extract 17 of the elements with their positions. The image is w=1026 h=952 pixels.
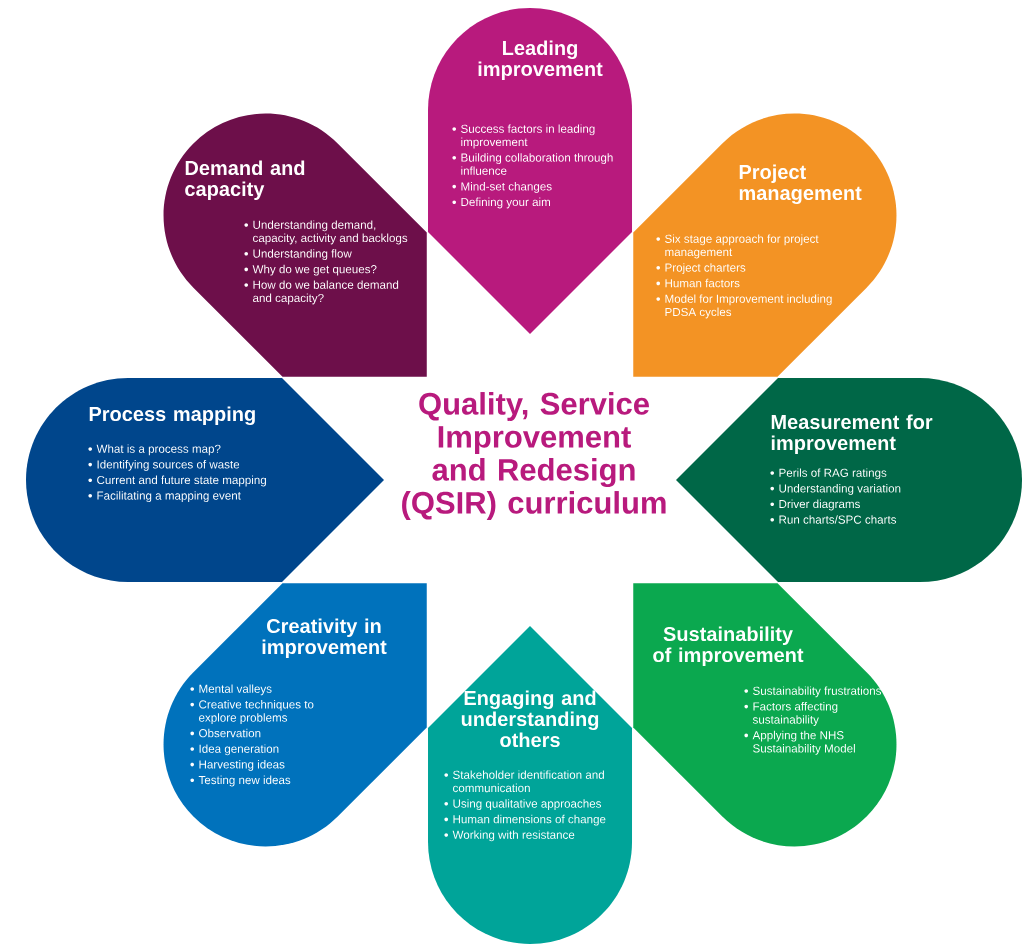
petal xyxy=(26,378,384,582)
petal-heading: Creativity in improvement xyxy=(262,618,387,659)
petal-heading: Measurement for improvement xyxy=(771,414,933,454)
petal xyxy=(676,378,1022,582)
petal-heading: Process mapping xyxy=(89,406,255,426)
petal xyxy=(163,113,427,377)
petal xyxy=(428,626,632,944)
petal-heading: Sustainability of improvement xyxy=(653,626,804,667)
petal-heading: Leading improvement xyxy=(478,40,603,80)
title: Quality, Service Improvement and Redesign (QSIR) curriculum xyxy=(402,392,666,520)
petal xyxy=(163,583,427,847)
petal-heading: Demand and capacity xyxy=(185,160,305,200)
petal-heading: Engaging and understanding others xyxy=(461,690,599,748)
petal xyxy=(428,8,632,334)
petal xyxy=(633,583,897,847)
petal xyxy=(633,113,897,377)
petal-heading: Project management xyxy=(739,164,862,205)
